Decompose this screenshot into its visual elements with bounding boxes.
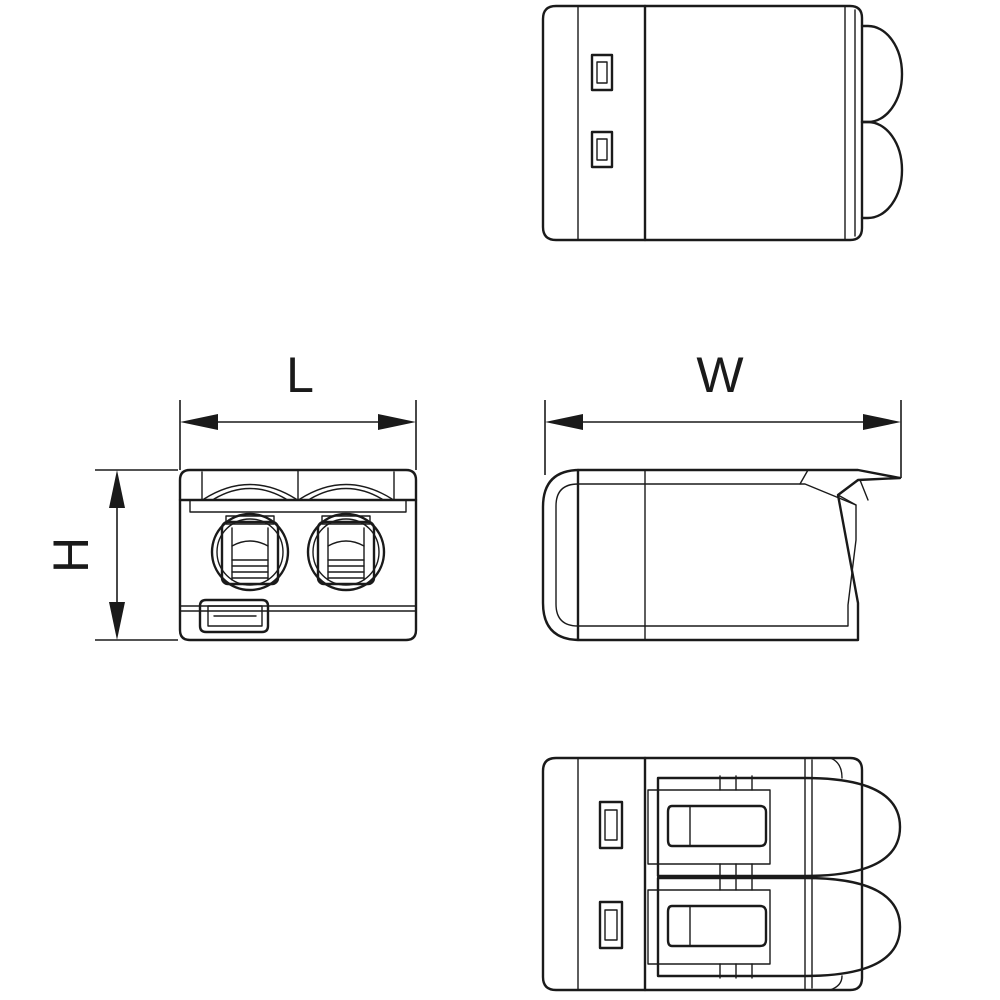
length-label: L: [286, 347, 314, 403]
front-view: [178, 468, 418, 642]
dimension-height: H: [43, 469, 178, 641]
width-label: W: [696, 347, 744, 403]
height-label: H: [43, 537, 99, 573]
top-view: [541, 4, 904, 242]
dimension-length: L: [179, 347, 417, 470]
dimension-width: W: [544, 347, 902, 478]
bottom-view: [541, 756, 902, 992]
side-view: [541, 468, 902, 642]
